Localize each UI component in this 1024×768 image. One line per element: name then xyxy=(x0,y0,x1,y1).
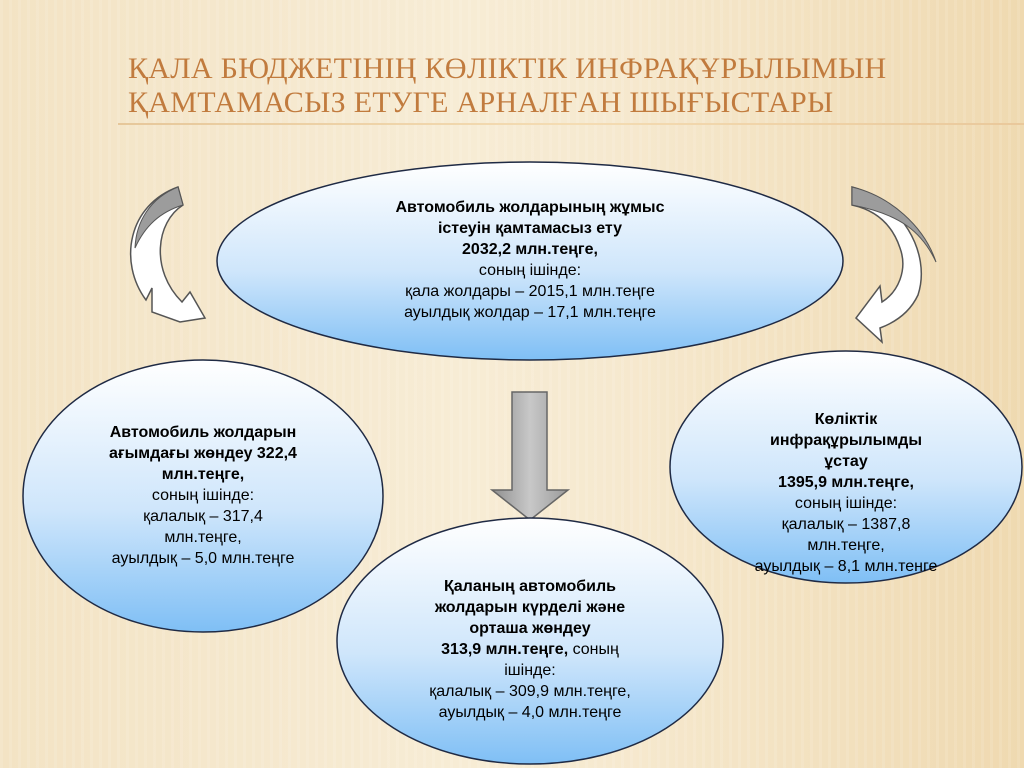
node-right: Көліктік инфрақұрылымды ұстау 1395,9 млн… xyxy=(700,393,992,593)
node-right-line-1: соның ішінде: xyxy=(794,495,898,512)
node-bottom-line-2: қалалық – 309,9 млн.теңге, xyxy=(429,682,631,700)
node-right-line-3: млн.теңге, xyxy=(807,537,885,554)
node-left-bold-2: ағымдағы жөндеу 322,4 xyxy=(109,444,297,462)
slide-title: ҚАЛА БЮДЖЕТІНІҢ КӨЛІКТІК ИНФРАҚҰРЫЛЫМЫН … xyxy=(128,52,988,120)
node-left-line-2: қалалық – 317,4 xyxy=(143,507,263,525)
node-left: Автомобиль жолдарын ағымдағы жөндеу 322,… xyxy=(50,400,356,590)
node-left-line-3: млн.теңге, xyxy=(164,528,242,546)
down-arrow xyxy=(489,391,571,521)
bottom-ellipse xyxy=(336,517,724,765)
node-left-line-4: ауылдық – 5,0 млн.теңге xyxy=(111,549,295,567)
node-top-bold-1: Автомобиль жолдарының жұмыс xyxy=(395,199,665,216)
title-line-2: ҚАМТАМАСЫЗ ЕТУГЕ АРНАЛҒАН ШЫҒЫСТАРЫ xyxy=(128,86,834,119)
node-bottom-bold-1: Қаланың автомобиль xyxy=(443,577,616,595)
left-curved-arrow xyxy=(129,186,207,323)
node-bottom-line-1: ішінде: xyxy=(504,661,556,679)
node-top-line-1: соның ішінде: xyxy=(478,262,582,279)
right-ellipse xyxy=(669,350,1023,584)
right-curved-arrow xyxy=(851,186,937,344)
node-right-bold-3: ұстау xyxy=(824,453,868,470)
node-top-bold-2: істеуін қамтамасыз ету xyxy=(437,220,623,237)
title-line-1: ҚАЛА БЮДЖЕТІНІҢ КӨЛІКТІК ИНФРАҚҰРЫЛЫМЫН xyxy=(128,52,887,85)
node-right-line-4: ауылдық – 8,1 млн.тенге xyxy=(754,558,938,575)
node-bottom-inline: соның xyxy=(568,640,619,658)
node-bottom-amount: 313,9 млн.теңге, xyxy=(441,640,569,658)
node-bottom-bold-3: орташа жөндеу xyxy=(469,619,591,637)
node-right-bold-4: 1395,9 млн.теңге, xyxy=(778,474,914,491)
node-top: Автомобиль жолдарының жұмыс істеуін қамт… xyxy=(300,180,760,340)
top-ellipse xyxy=(216,161,844,361)
node-bottom-amount-line: 313,9 млн.теңге, соның xyxy=(429,639,631,660)
node-bottom: Қаланың автомобиль жолдарын күрделі және… xyxy=(370,562,690,736)
node-top-line-3: ауылдық жолдар – 17,1 млн.теңге xyxy=(404,304,656,321)
node-bottom-line-3: ауылдық – 4,0 млн.теңге xyxy=(438,703,622,721)
node-top-amount: 2032,2 млн.теңге, xyxy=(462,241,598,258)
node-bottom-bold-2: жолдарын күрделі және xyxy=(434,598,626,616)
node-left-bold-1: Автомобиль жолдарын xyxy=(109,423,297,441)
node-top-line-2: қала жолдары – 2015,1 млн.теңге xyxy=(405,283,655,300)
title-underline xyxy=(118,123,1024,125)
node-left-line-1: соның ішінде: xyxy=(151,486,255,504)
node-right-line-2: қалалық – 1387,8 xyxy=(781,516,911,533)
node-left-bold-3: млн.теңге, xyxy=(161,465,245,483)
node-right-bold-2: инфрақұрылымды xyxy=(770,432,922,449)
left-ellipse xyxy=(22,359,384,633)
node-right-bold-1: Көліктік xyxy=(814,411,878,428)
